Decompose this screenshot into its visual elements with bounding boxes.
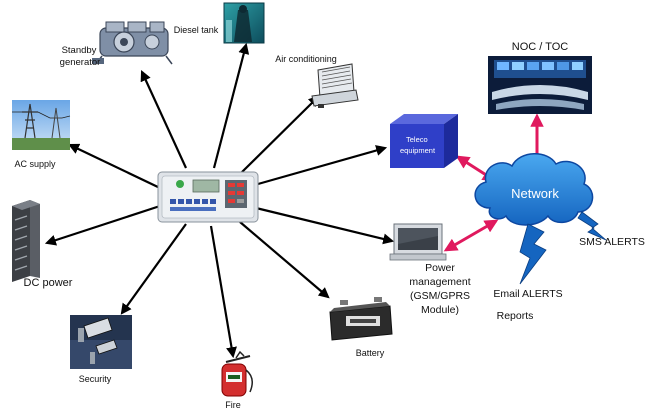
control-room-icon [488,56,592,114]
email-alerts-label: Email ALERTS [493,288,562,300]
arrow-to-ac-supply [68,143,161,189]
engine-icon [92,21,173,65]
arrow-to-battery [239,221,330,299]
battery-icon [329,297,393,341]
cloud-icon [474,153,594,226]
arrow-to-fire [209,225,237,359]
standby-generator-label-2: generator [60,57,101,68]
teleco-cabinet-icon [390,114,458,168]
network-label: Network [511,186,559,201]
cctv-camera-icon [70,315,132,369]
standby-generator-label-1: Standby [62,45,97,56]
battery-label: Battery [356,348,385,358]
teleco-equipment-label-1: Teleco [406,135,428,144]
power-management-label-2: management [409,276,470,288]
power-pylon-icon [12,100,71,150]
power-management-label-4: Module) [421,304,459,316]
security-label: Security [79,374,112,384]
diesel-tank-icon [223,2,265,44]
reports-label: Reports [497,310,534,322]
sms-lightning-icon [577,211,607,241]
link-power-management-network [443,219,499,252]
air-conditioning-label: Air conditioning [275,54,337,64]
ac-supply-label: AC supply [14,159,56,169]
power-management-label-3: (GSM/GPRS [410,290,470,302]
email-lightning-icon [519,223,547,285]
controller-arrows [44,42,395,359]
fire-label: Fire [225,400,241,410]
arrow-to-security [120,223,187,315]
rectifier-rack-icon [12,200,40,282]
teleco-equipment-label-2: equipment [400,146,436,155]
sms-alerts-label: SMS ALERTS [579,236,645,248]
arrow-to-air-conditioning [241,95,320,173]
controller-unit-icon [157,171,259,223]
arrow-to-generator [140,70,187,169]
air-conditioner-icon [311,63,359,108]
fire-extinguisher-icon [221,350,253,397]
arrow-to-dc-power [44,204,161,246]
dc-power-label: DC power [24,277,73,289]
computer-monitor-icon [389,223,447,261]
diesel-tank-label: Diesel tank [174,25,219,35]
arrow-to-teleco [257,145,388,186]
arrow-to-power-management [255,206,395,245]
noc-toc-label: NOC / TOC [512,41,568,53]
arrow-to-diesel-tank [212,42,250,169]
power-management-label-1: Power [425,262,455,274]
